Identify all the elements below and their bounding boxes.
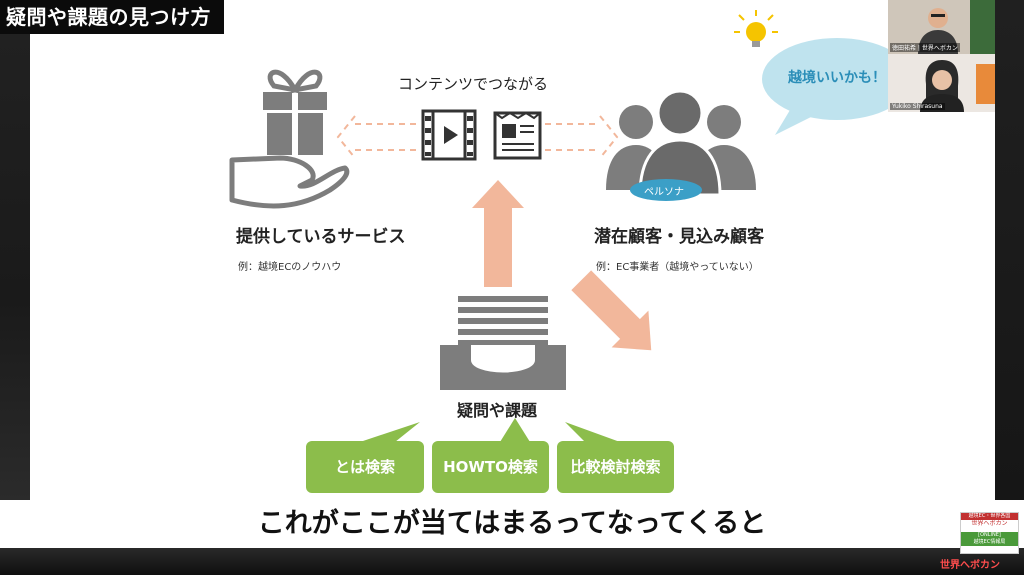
diagonal-arrow	[571, 270, 652, 351]
channel-name: 世界へボカン	[940, 560, 1000, 571]
persona-ellipse	[630, 179, 702, 201]
customer-example: 例：EC事業者（越境やっていない）	[596, 262, 759, 273]
webcam-top-name: 徳田祐希 | 世界へボカン	[890, 43, 960, 52]
person-avatar-icon	[888, 54, 995, 112]
channel-logo: 越境EC・世界各国 世界へボカン [ONLINE] 越境EC情報局	[960, 512, 1019, 554]
speech-bubble: 越境いいかも！	[762, 38, 912, 120]
customer-label: 潜在顧客・見込み顧客	[594, 227, 764, 247]
webcam-bottom-name: Yukiko Shirasuna	[890, 103, 945, 110]
logo-line3: 越境EC情報局	[961, 539, 1018, 546]
persona-label: ペルソナ	[644, 187, 684, 198]
video-film-icon	[421, 109, 477, 161]
pill-pointer-1	[360, 422, 420, 442]
video-title: 疑問や課題の見つけ方	[0, 0, 224, 34]
lightbulb-icon	[734, 10, 778, 47]
webcam-top: 徳田祐希 | 世界へボカン	[888, 0, 995, 54]
up-arrow	[472, 180, 524, 287]
person-avatar-icon	[888, 0, 995, 54]
issue-label: 疑問や課題	[457, 401, 538, 420]
pill-pointer-2	[500, 418, 530, 442]
background-left	[0, 0, 30, 500]
subtitle-caption: これがここが当てはまるってなってくると	[0, 500, 1024, 548]
webcam-bottom: Yukiko Shirasuna	[888, 54, 995, 112]
bottom-strip	[0, 548, 1024, 575]
newspaper-icon	[493, 111, 542, 160]
pill-pointer-3	[565, 422, 620, 442]
people-group-icon	[606, 89, 756, 197]
service-label: 提供しているサービス	[236, 227, 406, 247]
logo-line2: [ONLINE]	[961, 532, 1018, 539]
dashed-arrow-left	[336, 115, 418, 159]
gift-hand-icon	[229, 69, 350, 209]
document-tray-icon	[440, 296, 566, 390]
background-right	[995, 0, 1024, 500]
pill-toha-search: とは検索	[306, 441, 424, 493]
pill-howto-search: HOWTO検索	[432, 441, 549, 493]
logo-top-text: 越境EC・世界各国	[961, 513, 1018, 520]
pill-compare-search: 比較検討検索	[557, 441, 674, 493]
connect-label: コンテンツでつながる	[398, 75, 549, 93]
slide-graphics	[229, 10, 815, 442]
logo-line1: 世界へボカン	[971, 520, 1008, 527]
service-example: 例：越境ECのノウハウ	[238, 262, 342, 273]
dashed-arrow-right	[545, 115, 619, 159]
